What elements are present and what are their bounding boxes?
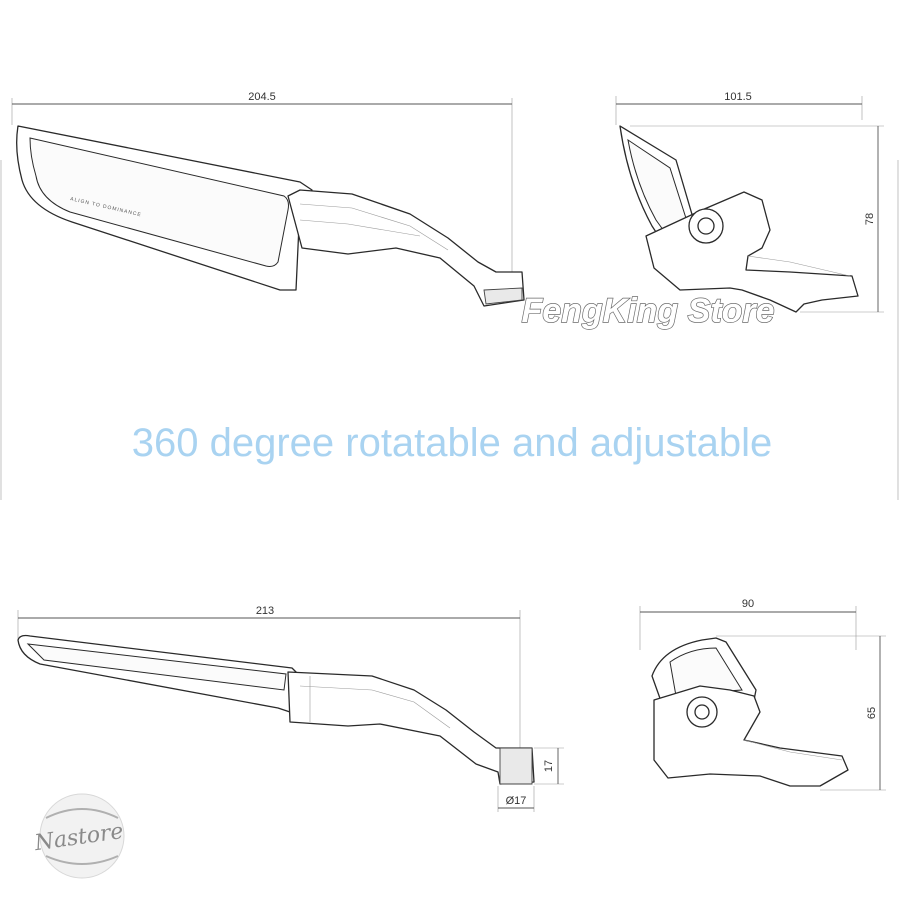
dimension-side-depth: 101.5 (615, 91, 863, 125)
view-top: 204.5 ALIGN TO DOMINANCE (11, 91, 525, 307)
dimension-bottom-width: 213 (17, 605, 521, 750)
side-pivot-bolt (697, 217, 715, 235)
mirror-glass (29, 137, 289, 267)
nastore-logo: Nastore (32, 793, 125, 879)
view-side: 101.5 78 (615, 91, 884, 313)
end-mount-block (653, 685, 849, 787)
dim-label-bottom-width: 213 (256, 605, 274, 617)
dim-label-front-width: 90 (742, 598, 754, 610)
dimension-front-width: 90 (639, 598, 857, 650)
view-front-elevation: 213 17 Ø17 (17, 605, 564, 812)
dim-label-top-width: 204.5 (248, 91, 276, 103)
dim-label-side-depth: 101.5 (724, 91, 752, 103)
dimension-side-height: 78 (630, 125, 884, 313)
dimension-top-width: 204.5 (11, 91, 513, 290)
mirror-arm (287, 189, 525, 307)
dimension-stem-diameter: Ø17 (497, 786, 535, 812)
dim-label-stem-diameter: Ø17 (506, 795, 527, 807)
dim-label-side-height: 78 (864, 213, 876, 225)
dim-label-stem-height: 17 (543, 760, 555, 772)
view-end: 90 65 (639, 598, 886, 791)
dimension-front-height: 65 (716, 635, 886, 791)
store-watermark: FengKing Store (521, 292, 774, 330)
dimension-stem-height: 17 (534, 747, 564, 785)
elevation-arm (287, 671, 535, 785)
end-pivot-bolt (694, 704, 710, 720)
dim-label-front-height: 65 (866, 707, 878, 719)
headline-text: 360 degree rotatable and adjustable (132, 421, 773, 465)
